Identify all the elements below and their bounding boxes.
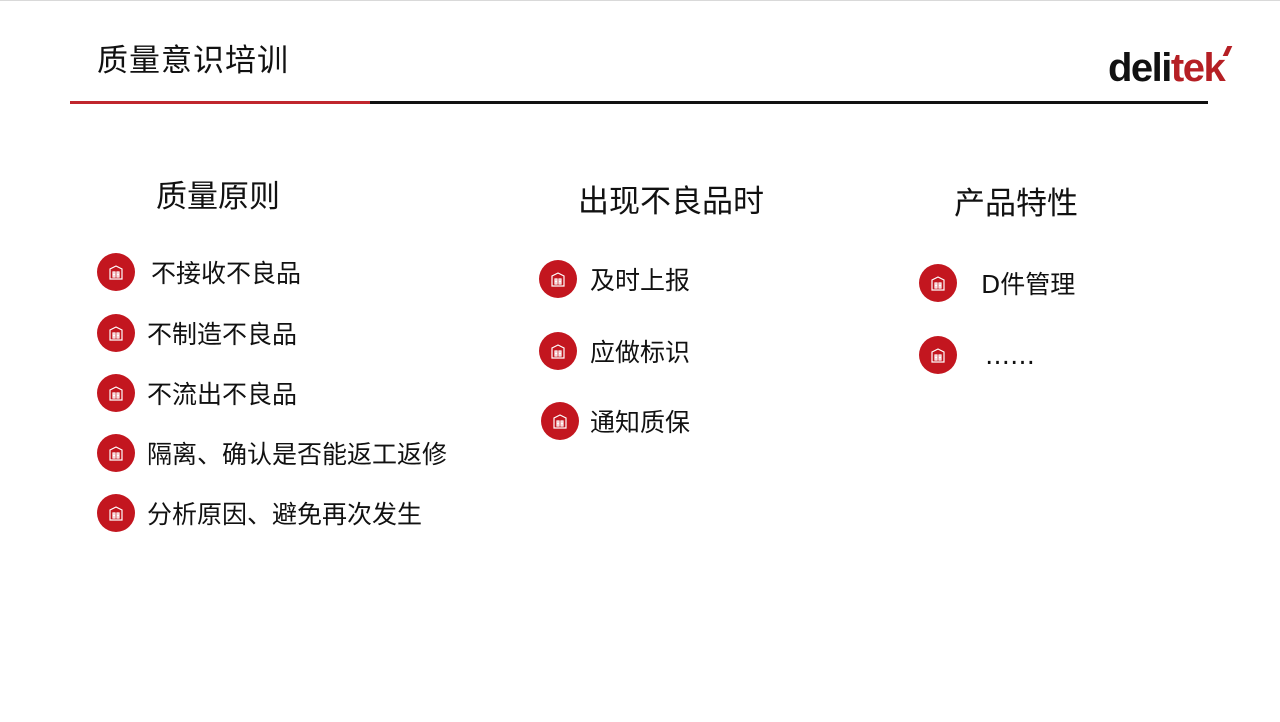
- list-item-label: 分析原因、避免再次发生: [147, 500, 423, 529]
- list-item-label: 不制造不良品: [147, 320, 298, 349]
- list-item: 应做标识: [539, 332, 690, 370]
- list-item: ……: [919, 336, 1035, 374]
- list-item-label: 隔离、确认是否能返工返修: [147, 440, 448, 469]
- building-icon: [97, 253, 135, 291]
- delitek-logo: delitek: [1108, 46, 1233, 90]
- list-item: 不流出不良品: [97, 374, 297, 412]
- logo-tick-icon: [1222, 46, 1233, 56]
- logo-text-accent: tek: [1170, 46, 1226, 90]
- column-heading-quality-principles: 质量原则: [156, 179, 280, 215]
- building-icon: [97, 494, 135, 532]
- logo-text-dark: deli: [1108, 46, 1172, 90]
- column-heading-defect-response: 出现不良品时: [578, 184, 764, 220]
- list-item: 分析原因、避免再次发生: [97, 494, 422, 532]
- header-rule: [370, 101, 1208, 104]
- list-item-label: D件管理: [981, 270, 1076, 299]
- list-item: 不制造不良品: [97, 314, 297, 352]
- building-icon: [539, 260, 577, 298]
- building-icon: [97, 434, 135, 472]
- building-icon: [539, 332, 577, 370]
- list-item: 通知质保: [541, 402, 690, 440]
- list-item: D件管理: [919, 264, 1075, 302]
- building-icon: [919, 336, 957, 374]
- list-item-label: 及时上报: [590, 266, 691, 295]
- list-item-label: 不流出不良品: [147, 380, 298, 409]
- list-item-label: 通知质保: [590, 408, 691, 437]
- list-item: 不接收不良品: [97, 253, 301, 291]
- building-icon: [541, 402, 579, 440]
- list-item-label: ……: [985, 340, 1035, 370]
- list-item: 及时上报: [539, 260, 690, 298]
- slide-title: 质量意识培训: [97, 43, 289, 79]
- list-item: 隔离、确认是否能返工返修: [97, 434, 447, 472]
- list-item-label: 应做标识: [590, 338, 691, 367]
- header-rule-accent: [70, 101, 370, 104]
- column-heading-product-characteristics: 产品特性: [954, 186, 1078, 222]
- building-icon: [97, 374, 135, 412]
- building-icon: [97, 314, 135, 352]
- list-item-label: 不接收不良品: [151, 259, 302, 288]
- building-icon: [919, 264, 957, 302]
